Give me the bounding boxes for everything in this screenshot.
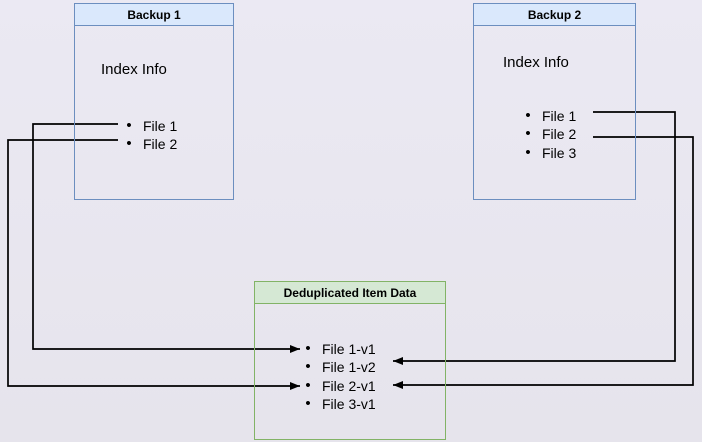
file-list-item-label: File 1 <box>143 117 178 134</box>
file-list-item: • File 2 <box>522 125 576 144</box>
backup1-index-info-label: Index Info <box>101 61 167 78</box>
backup1-file-list: • File 1 • File 2 <box>123 117 177 154</box>
deduplicated-item-data-node: Deduplicated Item Data • File 1-v1 • File 1… <box>254 281 446 440</box>
bullet-icon: • <box>525 125 531 142</box>
backup2-node: Backup 2 Index Info • File 1 • File 2 • File … <box>473 3 636 200</box>
file-list-item-label: File 2 <box>143 136 178 152</box>
dedup-title: Deduplicated Item Data <box>255 282 445 304</box>
file-list-item-label: File 1 <box>542 107 577 124</box>
file-list-item: • File 2 <box>123 135 177 154</box>
backup1-title: Backup 1 <box>75 4 233 26</box>
file-list-item: • File 1-v2 <box>302 358 376 377</box>
bullet-icon: • <box>525 106 531 124</box>
file-list-item: • File 2-v1 <box>302 376 376 396</box>
bullet-icon: • <box>305 339 311 357</box>
file-list-item: • File 3-v1 <box>302 395 376 414</box>
bullet-icon: • <box>305 395 311 412</box>
bullet-icon: • <box>126 116 132 134</box>
file-list-item-label: File 3 <box>542 144 577 161</box>
file-list-item-label: File 2-v1 <box>322 377 376 394</box>
file-list-item: • File 3 <box>522 144 576 163</box>
file-list-item-label: File 1-v1 <box>322 340 376 357</box>
bullet-icon: • <box>305 358 311 375</box>
bullet-icon: • <box>126 135 132 152</box>
backup2-title: Backup 2 <box>474 4 635 26</box>
file-list-item: • File 1 <box>123 117 177 136</box>
bullet-icon: • <box>305 376 311 394</box>
file-list-item: • File 1-v1 <box>302 339 376 359</box>
bullet-icon: • <box>525 143 531 161</box>
backup2-index-info-label: Index Info <box>503 54 569 71</box>
file-list-item: • File 1 <box>522 107 576 126</box>
backup1-node: Backup 1 Index Info • File 1 • File 2 <box>74 3 234 200</box>
backup2-file-list: • File 1 • File 2 • File 3 <box>522 107 576 163</box>
file-list-item-label: File 3-v1 <box>322 396 376 412</box>
dedup-file-list: • File 1-v1 • File 1-v2 • File 2-v1 • File 3-v1 <box>302 339 376 414</box>
file-list-item-label: File 1-v2 <box>322 359 376 375</box>
file-list-item-label: File 2 <box>542 126 577 142</box>
